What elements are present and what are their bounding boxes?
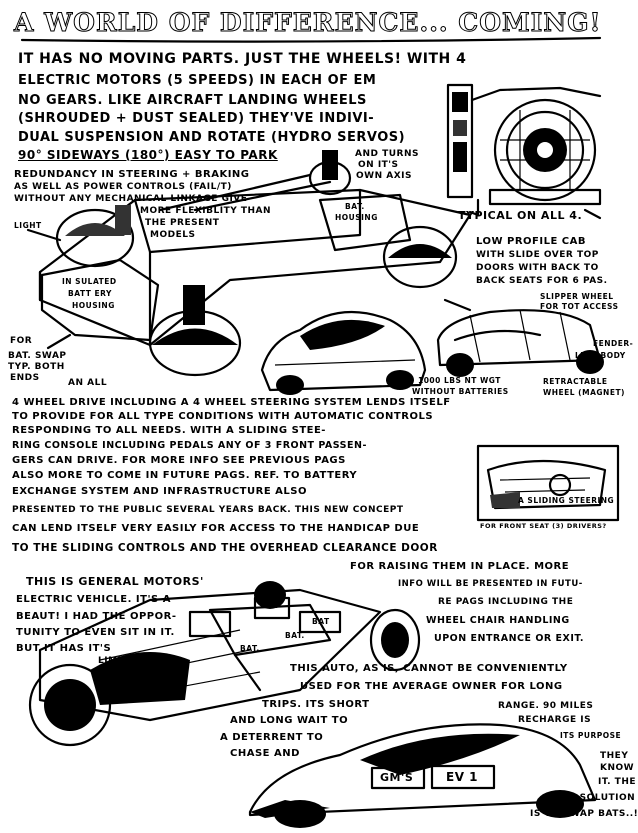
redundancy-line: AS WELL AS POWER CONTROLS (FAIL/T) <box>14 182 232 192</box>
middle-line: GERS CAN DRIVE. FOR MORE INFO SEE PREVIO… <box>12 455 346 466</box>
middle-line: UPON ENTRANCE OR EXIT. <box>434 633 585 644</box>
slipper-label: FOR TOT ACCESS <box>540 302 619 311</box>
middle-line: ALSO MORE TO COME IN FUTURE PAGS. REF. T… <box>12 470 358 481</box>
an-all-label: AN ALL <box>68 378 108 388</box>
intro-line: DUAL SUSPENSION AND ROTATE (HYDRO SERVOS… <box>18 130 406 145</box>
fender-label: LESS BODY <box>575 351 626 360</box>
bottom-line: CHASE AND <box>230 748 300 759</box>
they-know-line: IS TO SWAP BATS..! <box>530 809 638 819</box>
middle-line: CAN LEND ITSELF VERY EASILY FOR ACCESS T… <box>12 523 420 534</box>
bat-swap-label: FOR <box>10 336 33 346</box>
ev1-car-drawing <box>248 723 597 828</box>
gm-line: ELECTRIC VEHICLE. IT'S A <box>16 594 171 605</box>
redundancy-line: REDUNDANCY IN STEERING + BRAKING <box>14 169 250 180</box>
bottom-line: USED FOR THE AVERAGE OWNER FOR LONG <box>300 681 563 692</box>
middle-line: TO THE SLIDING CONTROLS AND THE OVERHEAD… <box>12 542 438 554</box>
middle-line: RESPONDING TO ALL NEEDS. WITH A SLIDING … <box>12 425 326 436</box>
recharge-label: RECHARGE IS <box>518 715 592 725</box>
cab-drawing <box>436 298 604 377</box>
intro-line: 90° SIDEWAYS (180°) EASY TO PARK <box>18 148 278 162</box>
bat-housing-label: BAT. <box>345 202 365 211</box>
bat-swap-label: ENDS <box>10 373 40 383</box>
redundancy-line: WITHOUT ANY MECHANICAL LINKAGE GIVE <box>14 194 248 204</box>
turns-line: OWN AXIS <box>356 171 412 181</box>
redundancy-line: MORE FLEXIBLITY THAN <box>140 206 272 216</box>
light-label: LIGHT <box>14 221 42 230</box>
cab-line: WITH SLIDE OVER TOP <box>476 250 599 260</box>
gm-badge: GM'S <box>380 771 414 784</box>
intro-line: NO GEARS. LIKE AIRCRAFT LANDING WHEELS <box>18 93 367 108</box>
gm-line: BEAUT! I HAD THE OPPOR- <box>16 611 177 622</box>
cab-line: LOW PROFILE CAB <box>476 236 586 247</box>
bottom-line: AND LONG WAIT TO <box>230 715 349 726</box>
bat-swap-label: BAT. SWAP <box>8 351 67 361</box>
range-label: RANGE. 90 MILES <box>498 701 594 711</box>
middle-line: RING CONSOLE INCLUDING PEDALS ANY OF 3 F… <box>12 440 367 451</box>
middle-line: PRESENTED TO THE PUBLIC SEVERAL YEARS BA… <box>12 505 404 515</box>
weight-label: 1000 LBS NT WGT <box>418 376 501 385</box>
steering-sketch <box>476 444 620 522</box>
middle-line: RE PAGS INCLUDING THE <box>438 597 574 607</box>
they-know-line: IT. THE <box>598 777 636 787</box>
slipper-label: SLIPPER WHEEL <box>540 292 614 301</box>
chassis-drawing <box>38 150 472 377</box>
ev1-chassis-drawing <box>28 581 421 747</box>
middle-line: EXCHANGE SYSTEM AND INFRASTRUCTURE ALSO <box>12 486 307 497</box>
gm-line: LIMITS <box>98 656 136 666</box>
purpose-label: ITS PURPOSE <box>560 731 622 740</box>
cab-line: DOORS WITH BACK TO <box>476 263 599 273</box>
bat-label: BAT <box>312 617 330 626</box>
small-car-drawing <box>260 310 427 395</box>
intro-line: ELECTRIC MOTORS (5 SPEEDS) IN EACH OF EM <box>18 73 377 88</box>
fender-label: FENDER- <box>593 339 634 348</box>
gm-line: TUNITY TO EVEN SIT IN IT. <box>16 627 175 638</box>
ev1-badge: EV 1 <box>446 770 479 784</box>
insulated-label: HOUSING <box>72 301 115 310</box>
bat-label: BAT. <box>240 644 260 653</box>
they-know-line: ONLY SOLUTION <box>548 793 636 803</box>
bottom-line: TRIPS. ITS SHORT <box>262 699 370 710</box>
bat-swap-label: TYP. BOTH <box>8 362 65 372</box>
gm-line: BUT IT HAS IT'S <box>16 643 112 654</box>
redundancy-line: MODELS <box>150 230 196 240</box>
turns-line: ON IT'S <box>358 160 399 170</box>
they-know-line: THEY <box>600 751 629 761</box>
middle-line: 4 WHEEL DRIVE INCLUDING A 4 WHEEL STEERI… <box>12 397 451 408</box>
cab-line: BACK SEATS FOR 6 PAS. <box>476 276 608 286</box>
intro-line: (SHROUDED + DUST SEALED) THEY'VE INDIVI- <box>18 111 375 126</box>
page-title: A WORLD OF DIFFERENCE... COMING! <box>14 8 602 37</box>
front-seat-label: FOR FRONT SEAT (3) DRIVERS? <box>480 522 607 530</box>
bottom-line: A DETERRENT TO <box>220 732 324 743</box>
sliding-label: A SLIDING STEERING <box>518 496 615 505</box>
middle-line: FOR RAISING THEM IN PLACE. MORE <box>350 561 570 572</box>
retractable-label: RETRACTABLE <box>543 377 608 386</box>
bat-housing-label: HOUSING <box>335 213 378 222</box>
they-know-line: KNOW <box>600 763 635 773</box>
redundancy-line: THE PRESENT <box>145 218 220 228</box>
bat-label: BAT. <box>285 631 305 640</box>
middle-line: TO PROVIDE FOR ALL TYPE CONDITIONS WITH … <box>12 411 434 422</box>
hub-motor-drawing <box>446 83 602 217</box>
typical-label: TYPICAL ON ALL 4. <box>458 209 583 222</box>
bat-label: BAT <box>262 601 280 610</box>
weight-label: WITHOUT BATTERIES <box>412 387 509 396</box>
insulated-label: IN SULATED <box>62 277 117 286</box>
retractable-label: WHEEL (MAGNET) <box>543 388 625 397</box>
intro-line: IT HAS NO MOVING PARTS. JUST THE WHEELS!… <box>18 51 467 67</box>
middle-line: WHEEL CHAIR HANDLING <box>426 615 570 626</box>
middle-line: INFO WILL BE PRESENTED IN FUTU- <box>398 579 583 589</box>
bottom-line: THIS AUTO, AS IS, CANNOT BE CONVENIENTLY <box>290 663 568 674</box>
gm-line: THIS IS GENERAL MOTORS' <box>26 575 204 588</box>
insulated-label: BATT ERY <box>68 289 112 298</box>
turns-line: AND TURNS <box>355 149 419 159</box>
